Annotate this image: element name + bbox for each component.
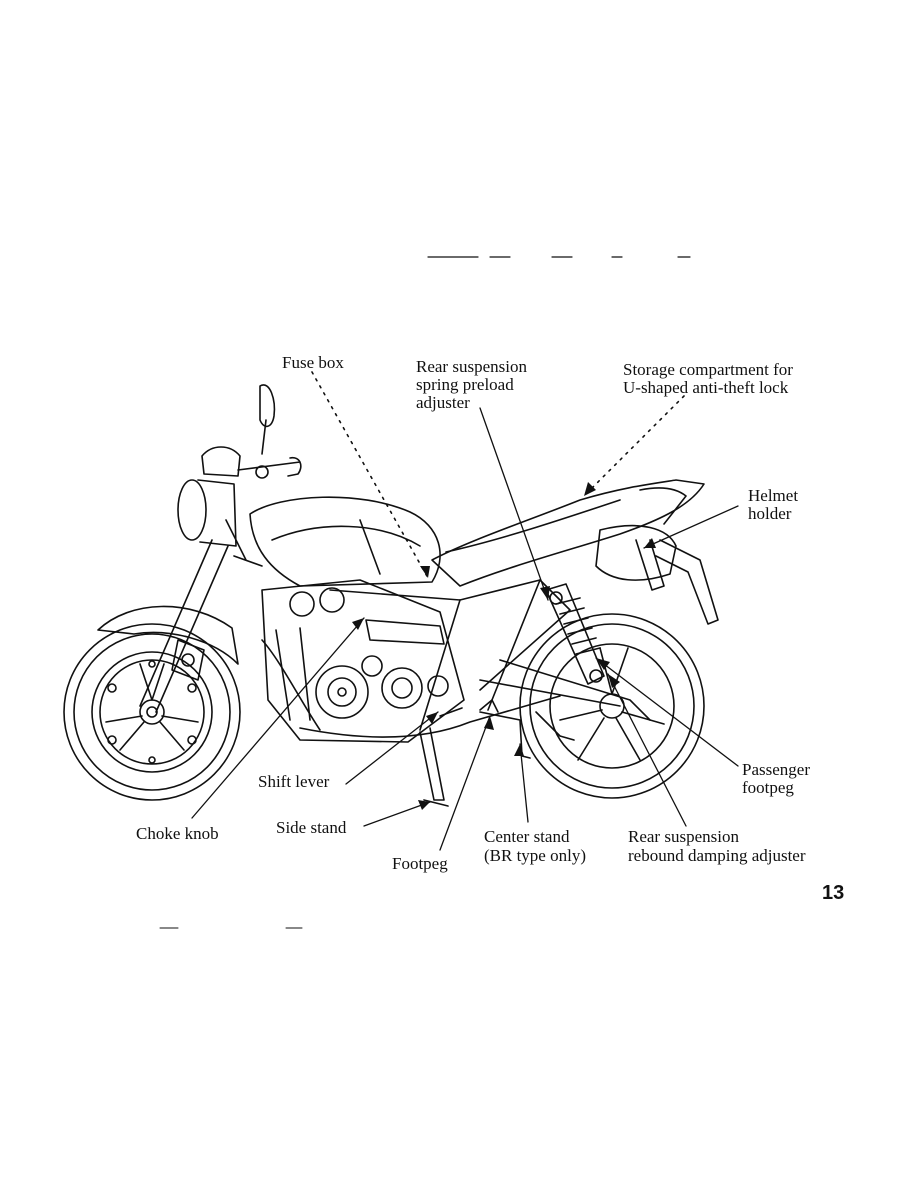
label-choke-knob: Choke knob: [136, 824, 219, 843]
label-passenger-footpeg-2: footpeg: [742, 778, 794, 797]
label-passenger-footpeg-1: Passenger: [742, 760, 810, 779]
label-storage-compartment-1: Storage compartment for: [623, 360, 793, 379]
label-center-stand-2: (BR type only): [484, 846, 586, 865]
engine: [261, 579, 465, 743]
label-center-stand-1: Center stand: [484, 827, 570, 846]
label-rear-suspension-preload-2: spring preload: [416, 375, 514, 394]
front-wheel: [63, 623, 241, 801]
stands-footpegs: [419, 699, 575, 807]
front-cockpit: [177, 384, 302, 567]
label-helmet-holder-1: Helmet: [748, 486, 799, 505]
label-fuse-box: Fuse box: [282, 353, 344, 372]
leader-lines: [191, 407, 739, 851]
label-rear-suspension-preload-3: adjuster: [416, 393, 470, 412]
label-rebound-damping-1: Rear suspension: [628, 827, 739, 846]
fuel-tank: [249, 496, 441, 587]
label-shift-lever: Shift lever: [258, 772, 330, 791]
rear-wheel: [519, 613, 705, 799]
label-side-stand: Side stand: [276, 818, 347, 837]
leader-lines-dotted: [311, 371, 685, 579]
label-helmet-holder-2: holder: [748, 504, 792, 523]
exhaust: [299, 524, 677, 738]
arrowheads: [352, 482, 656, 810]
label-rebound-damping-2: rebound damping adjuster: [628, 846, 806, 865]
label-storage-compartment-2: U-shaped anti-theft lock: [623, 378, 789, 397]
page-number: 13: [822, 882, 845, 904]
rear-shock: [545, 583, 605, 685]
frame: [329, 579, 651, 731]
label-footpeg: Footpeg: [392, 854, 448, 873]
front-fork: [97, 539, 239, 713]
label-rear-suspension-preload-1: Rear suspension: [416, 357, 527, 376]
seat-tail: [431, 479, 719, 625]
